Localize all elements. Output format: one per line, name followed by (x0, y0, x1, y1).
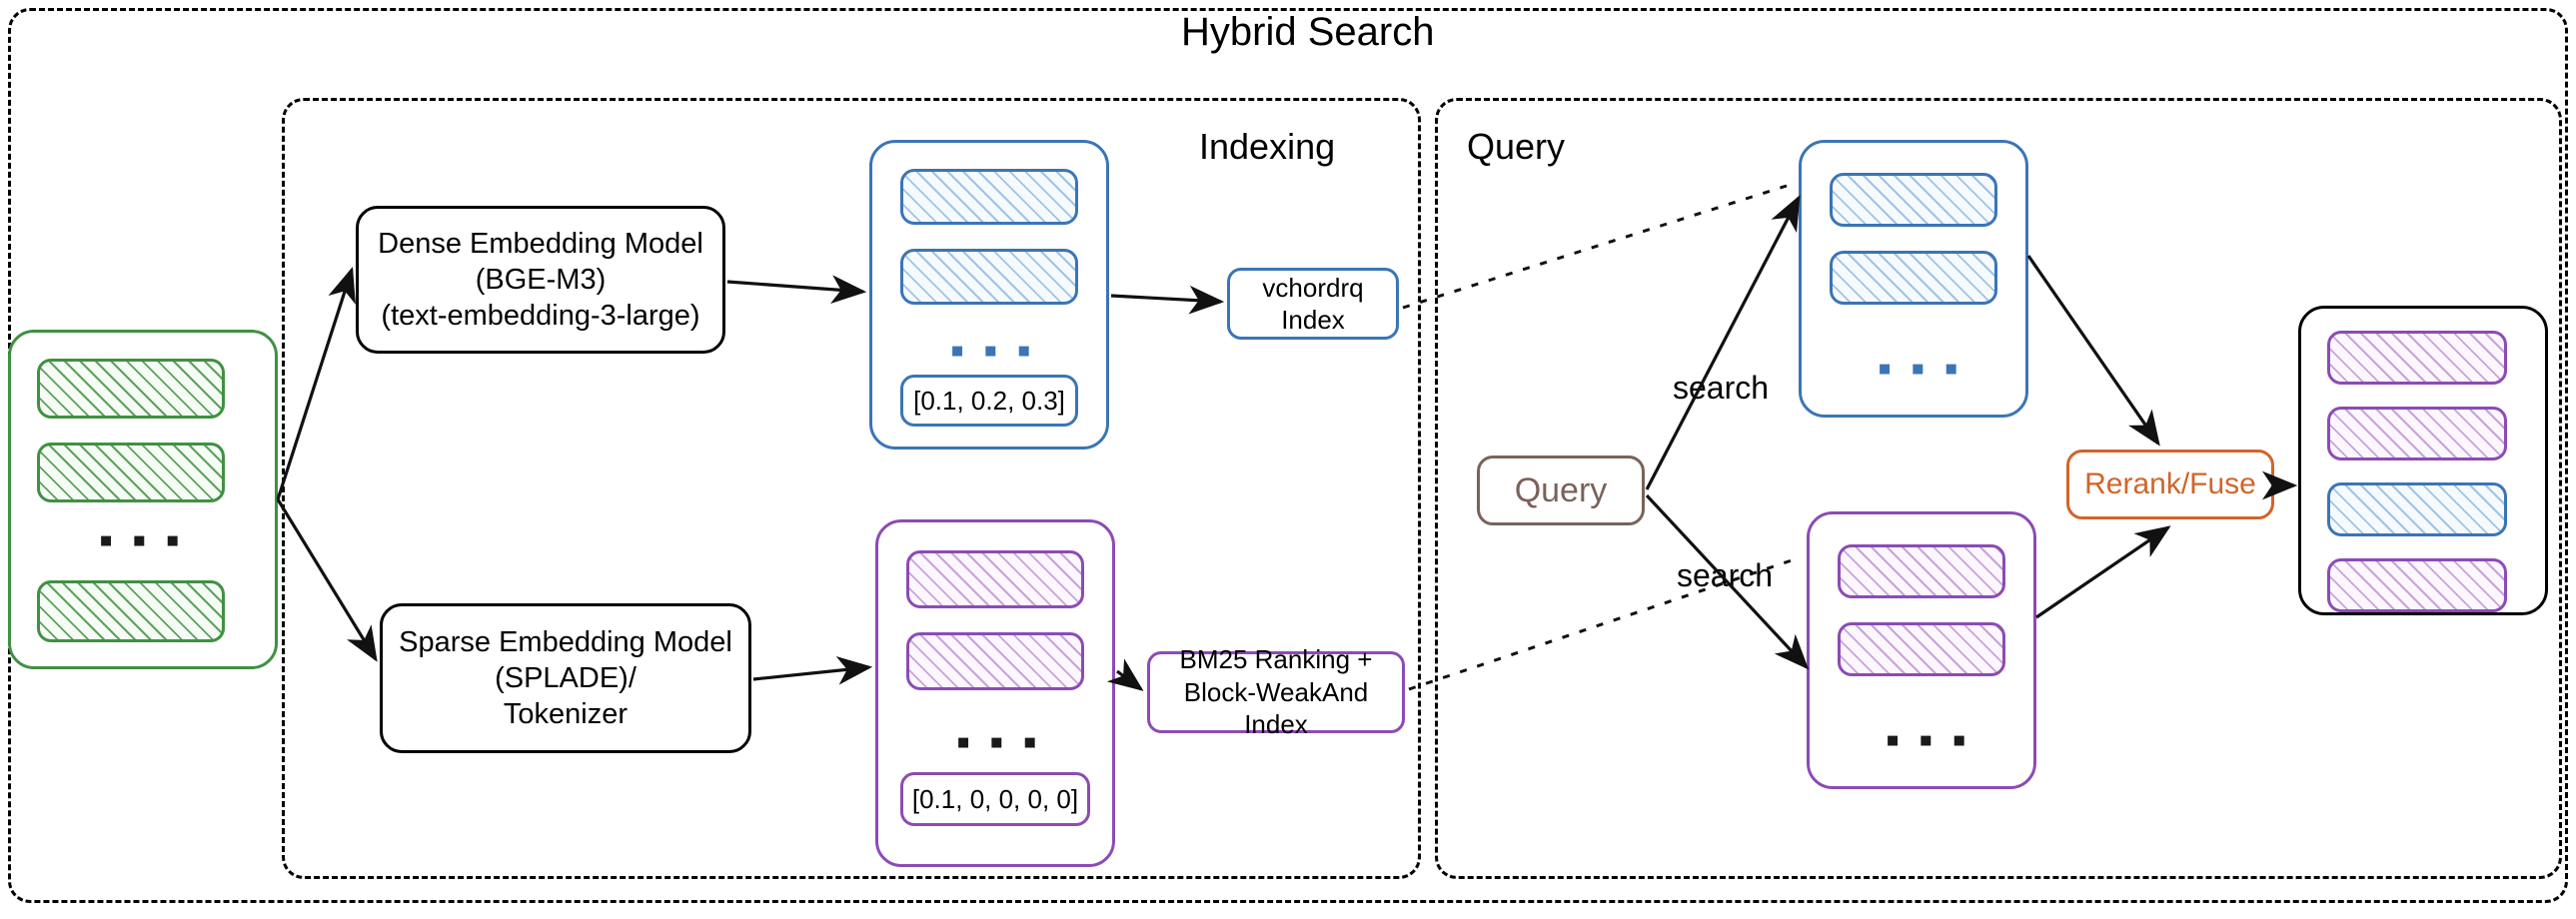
source-document-row (37, 443, 225, 502)
dense-embedding-ellipsis: ▪ ▪ ▪ (950, 329, 1035, 373)
sparse-vector-value: [0.1, 0, 0, 0, 0] (900, 772, 1090, 826)
query-panel-title: Query (1467, 126, 1566, 167)
query-box-label: Query (1514, 470, 1608, 509)
source-document-row (37, 580, 225, 642)
sparse-result-row (1838, 622, 2005, 676)
final-result-row (2327, 482, 2507, 536)
query-frame (1435, 98, 2562, 879)
rerank-fuse-box[interactable]: Rerank/Fuse (2066, 450, 2274, 519)
bm25-index-box[interactable]: BM25 Ranking + Block-WeakAnd Index (1147, 644, 1405, 739)
final-results-stack (2298, 306, 2548, 615)
sparse-model-line-3: Tokenizer (503, 698, 629, 731)
sparse-embedding-model-label: Sparse Embedding Model (SPLADE)/ Tokeniz… (399, 624, 732, 733)
final-result-row (2327, 407, 2507, 460)
query-input-box[interactable]: Query (1477, 456, 1645, 525)
vchordrq-index-box[interactable]: vchordrq Index (1227, 268, 1399, 340)
dense-embedding-row (900, 169, 1078, 225)
source-document-row (37, 359, 225, 419)
search-edge-label-sparse: search (1677, 557, 1774, 593)
dense-embeddings-stack: ▪ ▪ ▪ [0.1, 0.2, 0.3] (869, 140, 1109, 450)
sparse-embedding-ellipsis: ▪ ▪ ▪ (956, 720, 1041, 764)
dense-vector-value: [0.1, 0.2, 0.3] (900, 375, 1078, 427)
vchordrq-line-1: vchordrq (1262, 272, 1364, 303)
sparse-model-line-2: (SPLADE)/ (495, 661, 637, 694)
dense-model-line-1: Dense Embedding Model (378, 227, 703, 260)
final-result-row (2327, 558, 2507, 612)
source-documents-stack: ▪ ▪ ▪ (8, 330, 278, 669)
final-result-row (2327, 331, 2507, 385)
indexing-panel-title: Indexing (1199, 126, 1336, 167)
dense-model-line-3: (text-embedding-3-large) (381, 300, 700, 333)
sparse-embedding-row (906, 550, 1084, 608)
dense-result-ellipsis: ▪ ▪ ▪ (1878, 347, 1962, 391)
dense-result-row (1830, 251, 1997, 305)
sparse-embedding-row (906, 632, 1084, 690)
bm25-index-label: BM25 Ranking + Block-WeakAnd Index (1150, 643, 1402, 741)
sparse-model-line-1: Sparse Embedding Model (399, 625, 732, 658)
dense-embedding-model-box[interactable]: Dense Embedding Model (BGE-M3) (text-emb… (356, 206, 725, 354)
sparse-embeddings-stack: ▪ ▪ ▪ [0.1, 0, 0, 0, 0] (875, 519, 1115, 867)
dense-results-stack: ▪ ▪ ▪ (1799, 140, 2028, 418)
hybrid-search-title: Hybrid Search (1181, 10, 1435, 54)
vchordrq-index-label: vchordrq Index (1262, 272, 1363, 337)
bm25-line-1: BM25 Ranking + (1179, 644, 1373, 675)
vchordrq-line-2: Index (1281, 305, 1345, 335)
source-ellipsis: ▪ ▪ ▪ (99, 518, 184, 562)
dense-model-line-2: (BGE-M3) (475, 263, 607, 296)
sparse-embedding-model-box[interactable]: Sparse Embedding Model (SPLADE)/ Tokeniz… (380, 603, 751, 753)
sparse-results-stack: ▪ ▪ ▪ (1807, 511, 2036, 789)
sparse-result-row (1838, 544, 2005, 598)
search-edge-label-dense: search (1673, 370, 1770, 406)
bm25-line-2: Block-WeakAnd Index (1183, 676, 1369, 740)
dense-embedding-model-label: Dense Embedding Model (BGE-M3) (text-emb… (378, 226, 703, 335)
sparse-result-ellipsis: ▪ ▪ ▪ (1886, 718, 1970, 762)
dense-result-row (1830, 173, 1997, 227)
rerank-fuse-label: Rerank/Fuse (2084, 467, 2256, 501)
dense-embedding-row (900, 249, 1078, 305)
